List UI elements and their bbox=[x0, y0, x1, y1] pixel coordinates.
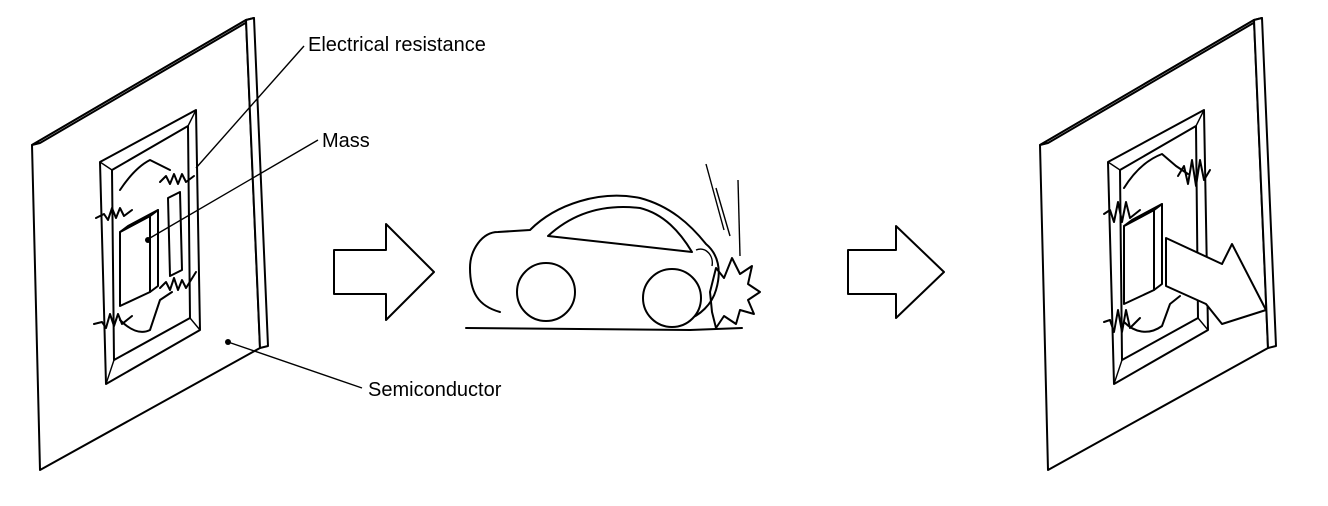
semiconductor-plate-at-rest bbox=[31, 17, 363, 471]
arrow-right-icon bbox=[847, 225, 945, 319]
semiconductor-plate-deflected bbox=[1039, 17, 1277, 471]
arrow-right-icon bbox=[333, 223, 435, 321]
label-semiconductor: Semiconductor bbox=[368, 379, 502, 401]
resistor-zigzags bbox=[93, 173, 197, 329]
label-electrical-resistance: Electrical resistance bbox=[308, 34, 486, 56]
car-crash-icon bbox=[465, 163, 761, 331]
mass-element bbox=[119, 191, 183, 307]
label-mass: Mass bbox=[322, 130, 370, 152]
